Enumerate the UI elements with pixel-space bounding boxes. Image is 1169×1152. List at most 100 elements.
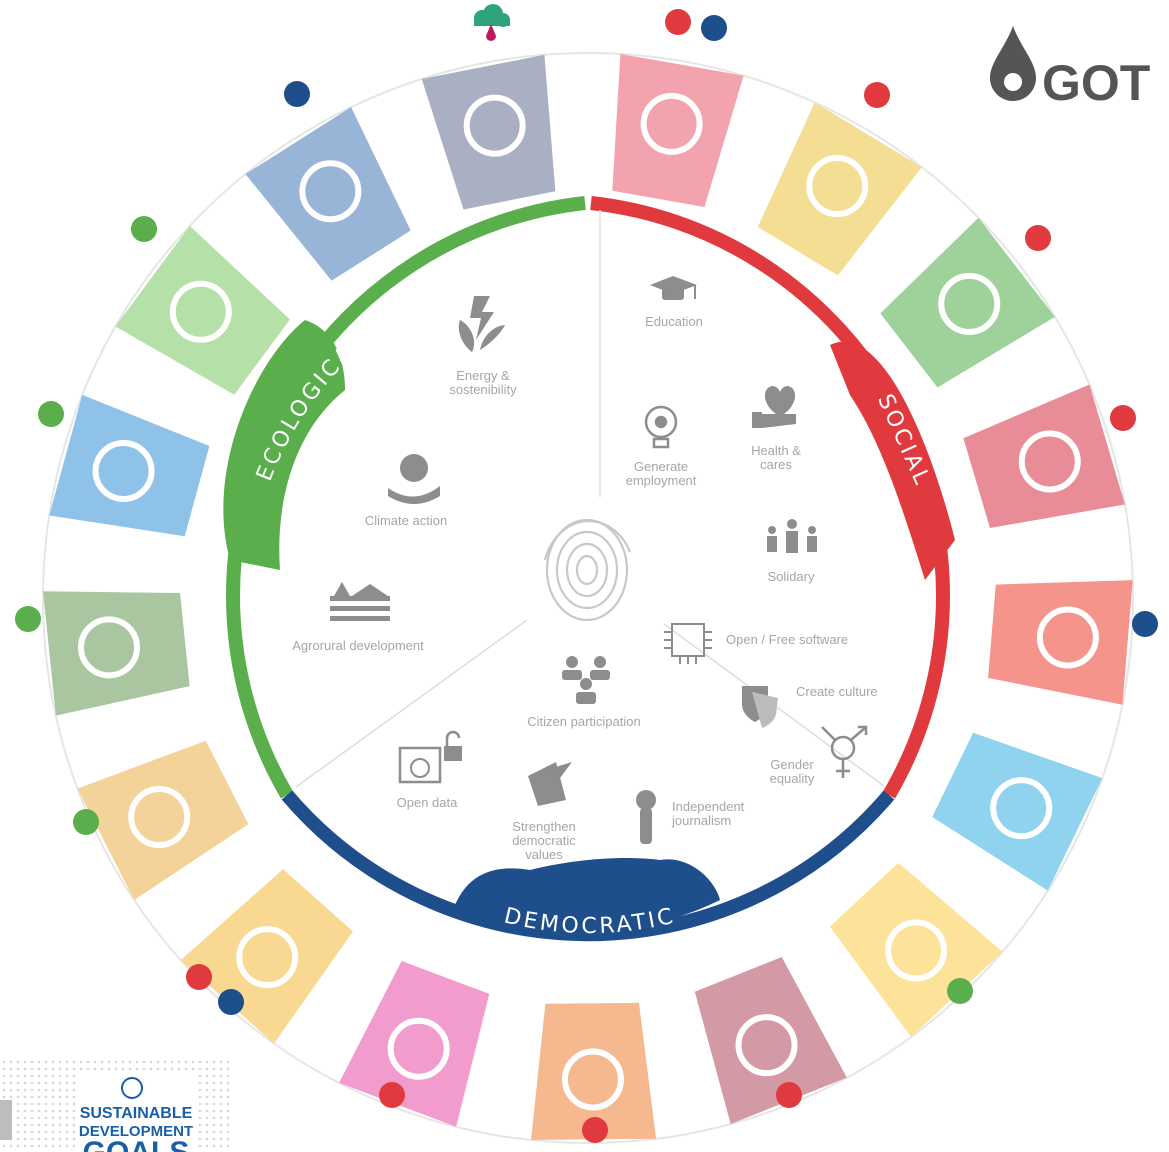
gender-equality-icon <box>1036 606 1099 669</box>
label-employment-line1: Generate <box>634 459 688 474</box>
label-agro: Agrorural development <box>292 638 424 653</box>
goal-tile-quality-education <box>963 384 1125 528</box>
family-icon <box>640 92 703 155</box>
fish-icon <box>92 439 155 502</box>
goal-tile-decent-work <box>694 957 847 1124</box>
sdg-line-2: DEVELOPMENT <box>79 1123 193 1140</box>
goal-tile-climate-action <box>43 591 190 716</box>
citizen-icon <box>562 656 610 704</box>
goal-tile-good-health <box>880 217 1055 388</box>
goal-tile-partnerships <box>421 54 556 210</box>
label-energy-line2: sostenibility <box>449 382 517 397</box>
book-pencil-icon <box>1018 430 1081 493</box>
label-gender-line2: equality <box>770 771 815 786</box>
tree-birds-icon <box>169 280 232 343</box>
decorative-dot <box>218 989 244 1015</box>
un-emblem-icon <box>121 1077 143 1099</box>
gender-icon <box>821 725 868 778</box>
flower-rings-icon <box>463 94 526 157</box>
journalism-mic-icon <box>636 790 656 844</box>
democratic-ring <box>281 790 895 942</box>
goal-tile-life-below-water <box>49 394 210 537</box>
decorative-dot <box>1110 405 1136 431</box>
decorative-dot <box>73 809 99 835</box>
employment-icon <box>644 405 678 449</box>
label-open-data: Open data <box>397 795 458 810</box>
top-tree-logo-icon <box>474 4 510 41</box>
heartbeat-icon <box>938 272 1001 335</box>
sun-power-icon <box>885 919 948 982</box>
goal-tile-clean-water <box>932 732 1103 891</box>
decorative-dot <box>864 82 890 108</box>
sdg-line-3: GOALS <box>83 1136 190 1152</box>
dove-gavel-icon <box>299 160 362 223</box>
label-citizen: Citizen participation <box>527 714 640 729</box>
label-energy-line1: Energy & <box>456 368 510 383</box>
decorative-dot <box>15 606 41 632</box>
got-logo-text: GOT <box>1042 55 1150 111</box>
solidary-icon <box>767 519 817 553</box>
label-solidary: Solidary <box>768 569 815 584</box>
democratic-values-icon <box>528 762 572 806</box>
decorative-dot <box>38 401 64 427</box>
decorative-dot <box>665 9 691 35</box>
label-software: Open / Free software <box>726 632 848 647</box>
goal-tile-zero-hunger <box>757 102 922 276</box>
decorative-dot <box>582 1117 608 1143</box>
label-employment-line2: employment <box>626 473 697 488</box>
ecological-tab <box>223 320 345 570</box>
label-culture: Create culture <box>796 684 878 699</box>
label-health-line1: Health & <box>751 443 801 458</box>
energy-icon <box>458 296 505 352</box>
dotted-pattern <box>2 1060 230 1148</box>
decorative-dot <box>947 978 973 1004</box>
label-democratic-line1: Strengthen <box>512 819 576 834</box>
decorative-dot <box>701 15 727 41</box>
city-buildings-icon <box>236 926 299 989</box>
climate-icon <box>388 454 440 504</box>
label-journalism-line1: Independent <box>672 799 745 814</box>
label-democratic-line3: values <box>525 847 563 862</box>
equal-arrows-icon <box>387 1017 450 1080</box>
label-health-line2: cares <box>760 457 792 472</box>
goal-tile-industry-innovation <box>531 1002 657 1141</box>
growth-chart-icon <box>735 1014 798 1077</box>
decorative-dot <box>131 216 157 242</box>
label-climate: Climate action <box>365 513 447 528</box>
culture-masks-icon <box>742 686 778 728</box>
goal-tile-reduced-inequalities <box>339 960 490 1127</box>
water-drop-icon <box>990 777 1053 840</box>
goal-tile-life-on-land <box>115 225 290 395</box>
sdg-goal-tiles <box>43 53 1133 1141</box>
sdg-line-1: SUSTAINABLE <box>80 1105 193 1122</box>
education-icon <box>650 276 697 300</box>
eye-globe-icon <box>78 616 141 679</box>
decorative-dot <box>379 1082 405 1108</box>
goal-tile-clean-energy <box>829 862 1003 1037</box>
software-icon <box>664 623 712 664</box>
democratic-tab <box>455 858 720 931</box>
drop-logo-icon <box>990 26 1036 101</box>
got-logo: GOT <box>990 26 1150 111</box>
goal-tile-responsible-consumption <box>77 740 249 900</box>
divider-left <box>295 619 528 788</box>
decorative-dot <box>186 964 212 990</box>
decorative-dot <box>1025 225 1051 251</box>
goal-tile-sustainable-cities <box>180 869 353 1044</box>
infinity-icon <box>128 786 191 849</box>
goal-tile-no-poverty <box>612 53 744 207</box>
outer-ring <box>42 52 1134 1144</box>
sdg-logo: SUSTAINABLE DEVELOPMENT GOALS <box>0 1060 230 1152</box>
fingerprint-icon <box>543 518 632 622</box>
open-data-icon <box>398 730 462 784</box>
label-journalism-line2: journalism <box>671 813 731 828</box>
decorative-dot <box>284 81 310 107</box>
decorative-dots <box>15 9 1158 1143</box>
health-icon <box>752 386 796 428</box>
goal-tile-peace-justice <box>245 107 411 281</box>
label-democratic-line2: democratic <box>512 833 576 848</box>
soup-bowl-icon <box>806 155 869 218</box>
cubes-icon <box>561 1048 624 1111</box>
social-tab <box>830 341 955 580</box>
